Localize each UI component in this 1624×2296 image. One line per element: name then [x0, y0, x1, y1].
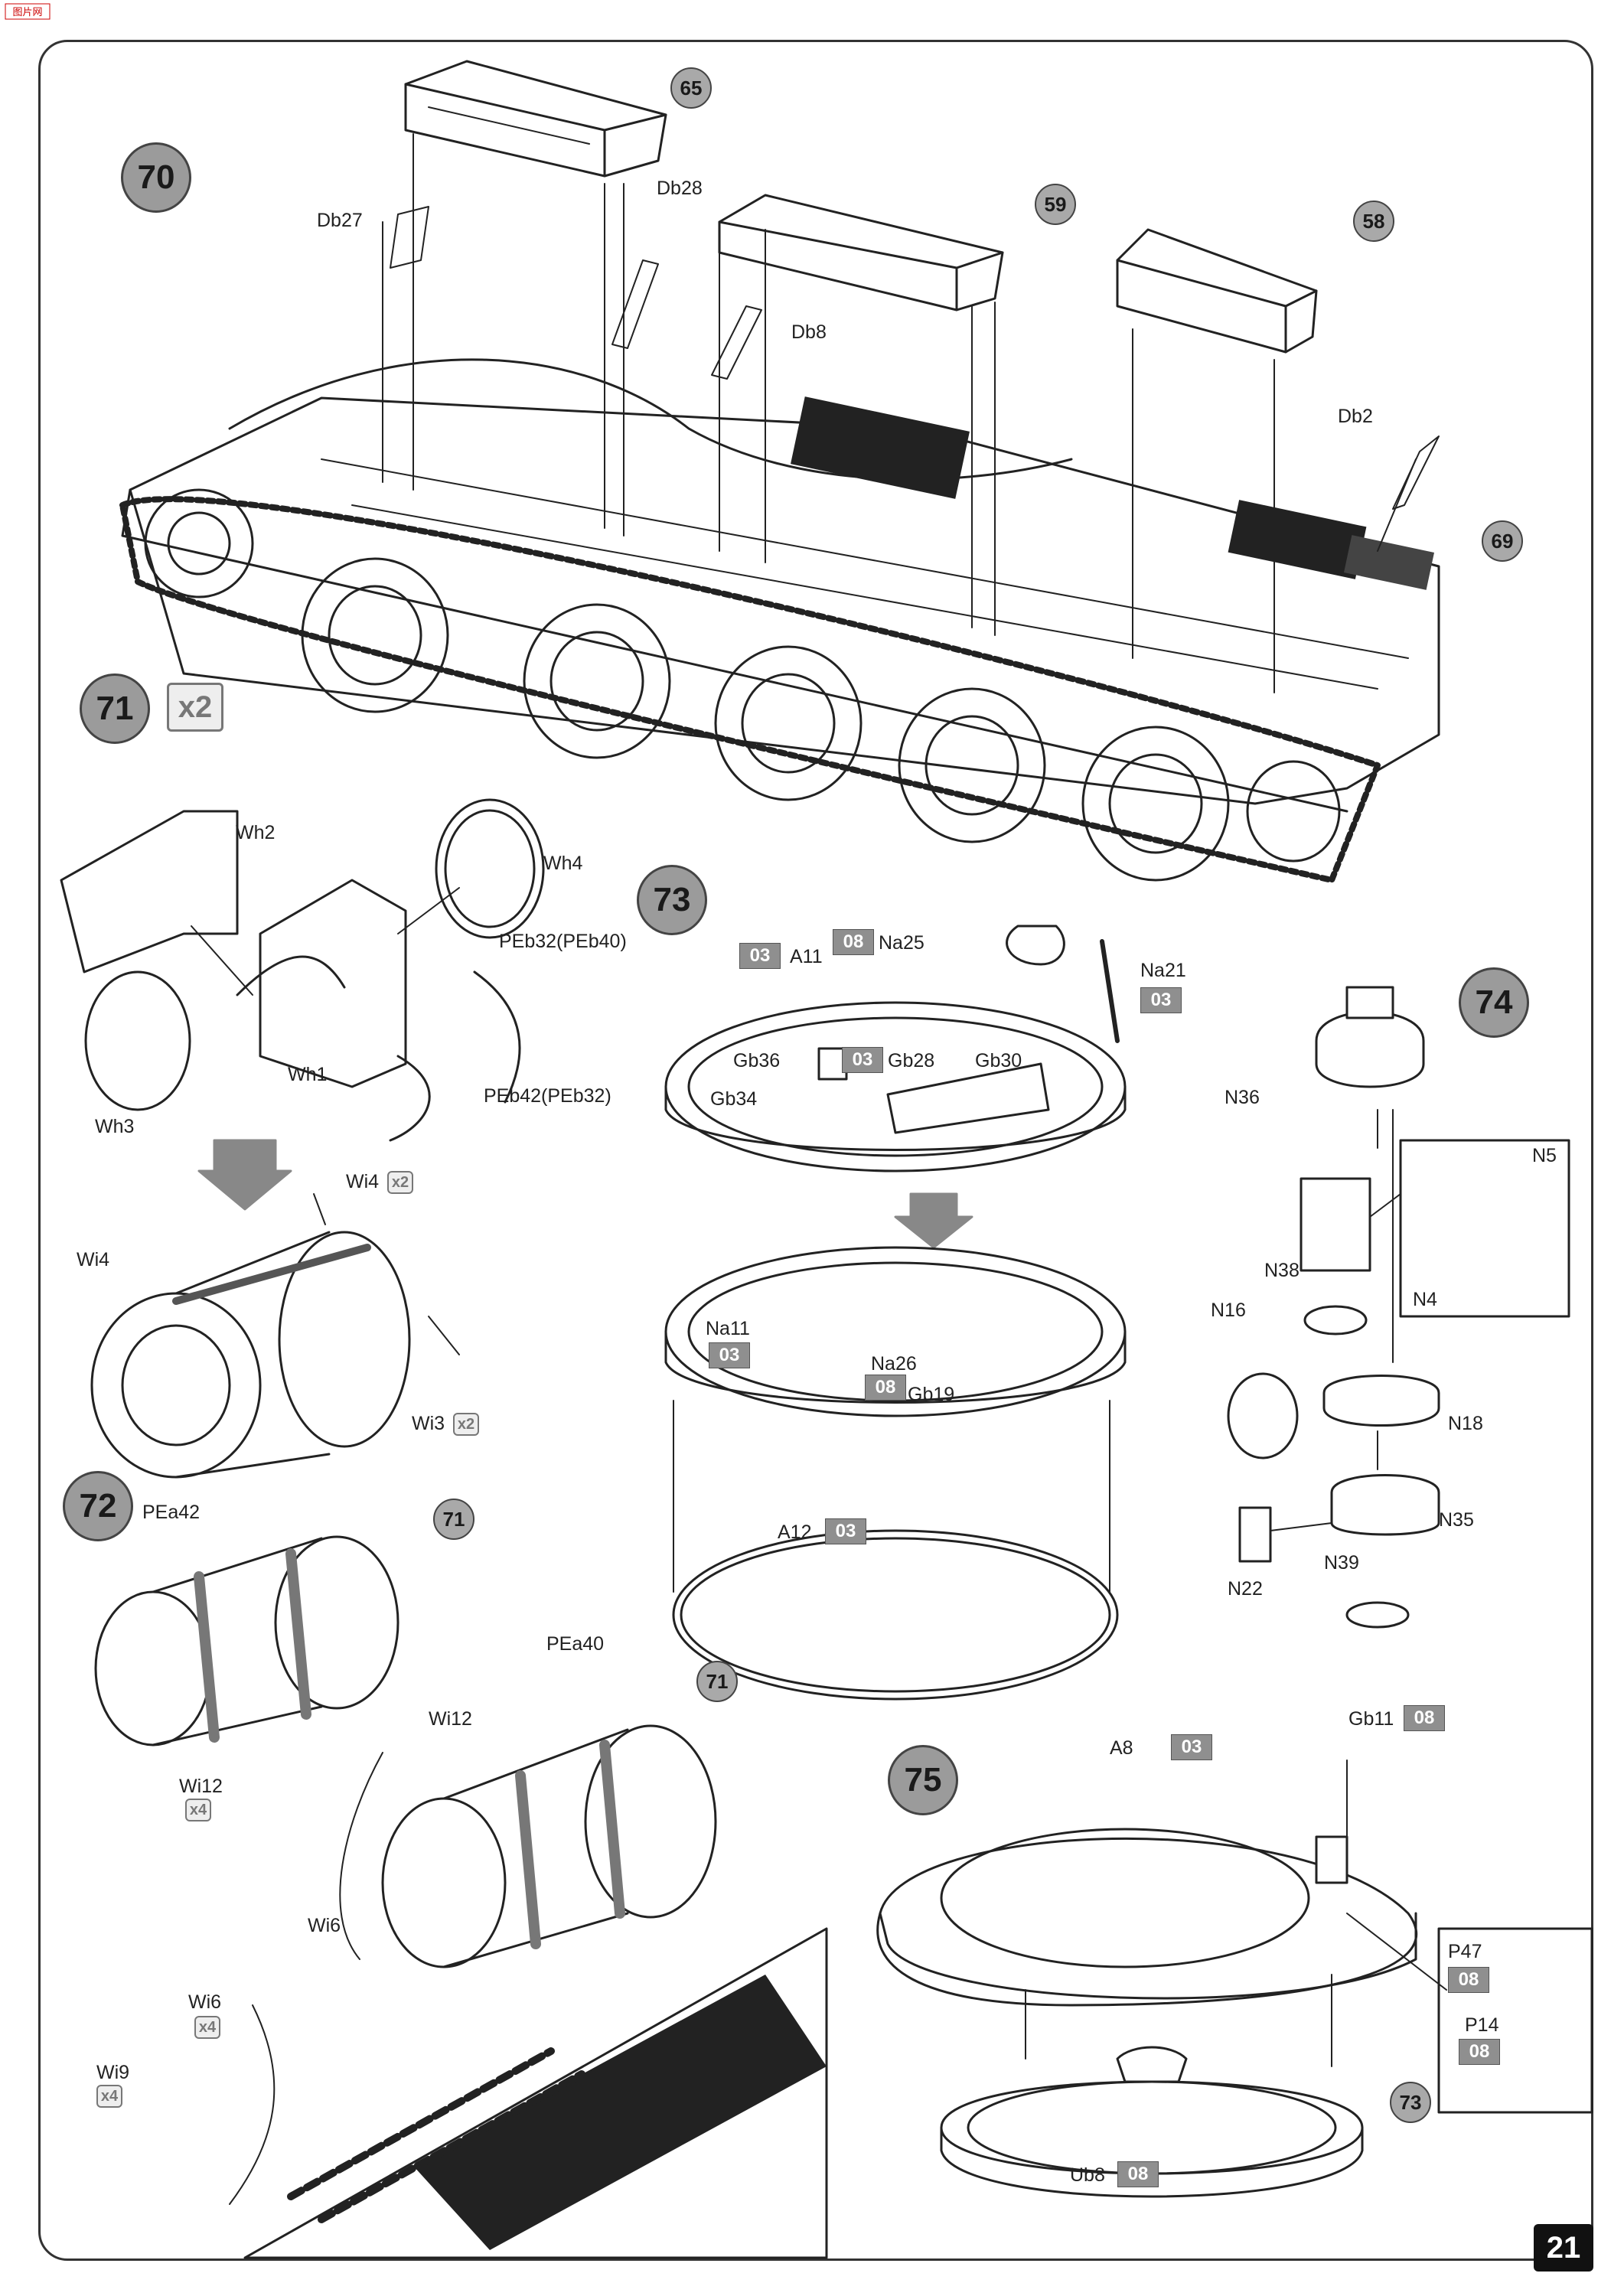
- step-71-badge: 71: [80, 673, 150, 744]
- label-wh3: Wh3: [95, 1116, 135, 1137]
- label-wi12-left: Wi12: [179, 1776, 223, 1797]
- label-na11: Na11: [706, 1318, 750, 1339]
- ref-71-first: 71: [433, 1499, 474, 1540]
- label-n36: N36: [1225, 1087, 1260, 1108]
- label-wh2: Wh2: [236, 822, 276, 843]
- sprue-badge-a11: 03: [739, 943, 781, 969]
- label-wi4: Wi4: [77, 1249, 110, 1270]
- label-gb30: Gb30: [975, 1050, 1022, 1071]
- label-n5: N5: [1532, 1145, 1557, 1166]
- sprue-badge-p14: 08: [1459, 2039, 1500, 2065]
- label-gb19: Gb19: [908, 1384, 955, 1405]
- label-wh4: Wh4: [543, 853, 583, 874]
- label-n39: N39: [1324, 1552, 1359, 1574]
- step-74-badge: 74: [1459, 967, 1529, 1038]
- label-n35: N35: [1439, 1509, 1474, 1531]
- sprue-badge-a12: 03: [825, 1518, 866, 1544]
- down-arrow-71: [197, 1139, 292, 1211]
- label-db28: Db28: [657, 178, 703, 199]
- label-wi4-top: Wi4: [346, 1171, 380, 1192]
- road-wheels: [301, 557, 1341, 882]
- label-a12: A12: [778, 1521, 812, 1543]
- label-p14: P14: [1465, 2014, 1499, 2036]
- page-frame: [38, 40, 1593, 2261]
- label-wi9: Wi9: [96, 2062, 130, 2083]
- label-na25: Na25: [879, 932, 925, 954]
- label-p47: P47: [1448, 1941, 1482, 1962]
- sprue-badge-na11: 03: [709, 1342, 750, 1368]
- sprue-badge-ub8: 08: [1117, 2161, 1159, 2187]
- step-71-quantity-badge: x2: [167, 683, 223, 732]
- ref-69: 69: [1482, 520, 1523, 562]
- wi3-quantity-badge: x2: [453, 1413, 479, 1436]
- turret-ring-73: [664, 925, 1127, 1701]
- sprue-badge-a8: 03: [1171, 1734, 1212, 1760]
- label-ub8: Ub8: [1070, 2164, 1105, 2186]
- sprue-badge-na26: 08: [865, 1375, 906, 1401]
- page-number: 21: [1534, 2224, 1593, 2272]
- hull-drawing: [119, 358, 1440, 883]
- label-wi6-upper: Wi6: [308, 1915, 341, 1936]
- sprue-badge-na25: 08: [833, 929, 874, 955]
- label-n4: N4: [1413, 1289, 1437, 1310]
- label-na21: Na21: [1140, 960, 1186, 981]
- label-db2: Db2: [1338, 406, 1373, 427]
- label-a11: A11: [790, 946, 823, 967]
- ref-59: 59: [1035, 184, 1076, 225]
- wi12-quantity-badge: x4: [185, 1799, 211, 1821]
- label-n16: N16: [1211, 1300, 1246, 1321]
- sprue-badge-gb28: 03: [842, 1047, 883, 1073]
- label-db27: Db27: [317, 210, 363, 231]
- ref-65: 65: [670, 67, 712, 109]
- label-wi12-right: Wi12: [429, 1708, 472, 1730]
- label-gb36: Gb36: [733, 1050, 781, 1071]
- label-n18: N18: [1448, 1413, 1483, 1434]
- logo-text: 图片网: [12, 7, 42, 18]
- label-na26: Na26: [871, 1353, 917, 1375]
- sprue-badge-p47: 08: [1448, 1967, 1489, 1993]
- step-75-badge: 75: [888, 1745, 958, 1815]
- label-peb32: PEb32(PEb40): [499, 931, 627, 952]
- label-gb34: Gb34: [710, 1088, 758, 1110]
- box-65: [404, 60, 667, 178]
- wi6-quantity-badge: x4: [194, 2016, 220, 2039]
- box-59: [718, 194, 1004, 311]
- ref-71-second: 71: [696, 1661, 738, 1702]
- sprue-badge-gb11: 08: [1404, 1705, 1445, 1731]
- assembly-guide-lines-70: [382, 133, 1440, 693]
- label-wi6-lower: Wi6: [188, 1991, 222, 2013]
- label-wi3: Wi3: [412, 1413, 445, 1434]
- box-58: [1116, 228, 1318, 354]
- site-logo: 图片网: [5, 3, 51, 27]
- label-pea40: PEa40: [546, 1633, 605, 1655]
- wi4-quantity-badge: x2: [387, 1171, 413, 1194]
- label-n22: N22: [1228, 1578, 1263, 1600]
- label-db8: Db8: [791, 321, 827, 343]
- ref-58: 58: [1353, 201, 1394, 242]
- step-70-badge: 70: [121, 142, 191, 213]
- ref-73: 73: [1390, 2082, 1431, 2123]
- drum-parts-71: [60, 798, 545, 1142]
- periscope-74: [1227, 986, 1570, 1629]
- step-72-badge: 72: [63, 1471, 133, 1541]
- label-n38: N38: [1264, 1260, 1300, 1281]
- label-wh1: Wh1: [288, 1064, 328, 1085]
- sprue-badge-na21: 03: [1140, 987, 1182, 1013]
- drum-install-72: [94, 1535, 828, 2259]
- drum-assembled-71: [90, 1193, 460, 1479]
- wi9-quantity-badge: x4: [96, 2085, 122, 2108]
- label-a8: A8: [1110, 1737, 1133, 1759]
- label-gb11: Gb11: [1348, 1708, 1394, 1730]
- step-73-badge: 73: [637, 865, 707, 935]
- turret-ring-75: [876, 1760, 1593, 2198]
- label-peb42: PEb42(PEb32): [484, 1085, 611, 1107]
- label-gb28: Gb28: [888, 1050, 935, 1071]
- label-pea42: PEa42: [142, 1502, 201, 1523]
